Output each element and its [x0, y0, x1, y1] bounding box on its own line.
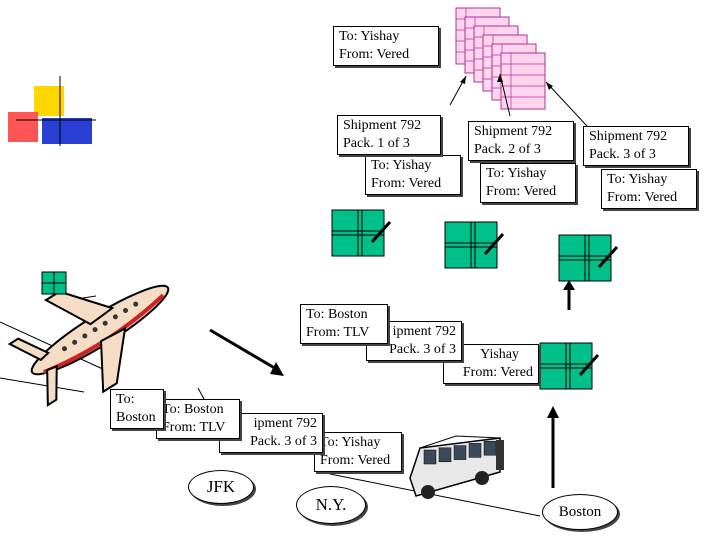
bus-icon [409, 435, 504, 499]
package-icon-plane [41, 271, 67, 295]
arrow-plane-motion [209, 328, 279, 372]
top-address-label: To: Yishay From: Vered [333, 26, 439, 66]
place-jfk: JFK [188, 470, 254, 504]
package-icon [539, 342, 600, 390]
address-to: To: Yishay [339, 29, 400, 44]
pack2-address-label: To: Yishay From: Vered [480, 163, 576, 203]
jfk-stack-route: To: Boston From: TLV [156, 399, 240, 439]
jfk-stack-address: To: Yishay From: Vered [314, 432, 402, 472]
jfk-stack-tag: To: Boston [110, 389, 164, 429]
road-line [329, 473, 541, 517]
plane-trail-line-2 [0, 377, 85, 393]
package-icon [558, 234, 619, 282]
place-boston: Boston [542, 494, 618, 530]
boston-stack-route: To: Boston From: TLV [300, 304, 388, 344]
document-page [500, 52, 546, 110]
place-ny: N.Y. [296, 486, 366, 524]
pack3-address-label: To: Yishay From: Vered [601, 169, 697, 209]
package-icon [444, 221, 505, 269]
address-from: From: Vered [339, 47, 410, 62]
airplane-icon [7, 284, 170, 407]
pack3-shipment-label: Shipment 792 Pack. 3 of 3 [583, 126, 689, 166]
pack2-shipment-label: Shipment 792 Pack. 2 of 3 [468, 121, 574, 161]
package-icon [331, 209, 392, 257]
documents-stack-icon [455, 7, 546, 110]
pack1-address-label: To: Yishay From: Vered [365, 155, 461, 195]
pack1-shipment-label: Shipment 792 Pack. 1 of 3 [337, 115, 441, 155]
logo-icon [8, 76, 96, 146]
